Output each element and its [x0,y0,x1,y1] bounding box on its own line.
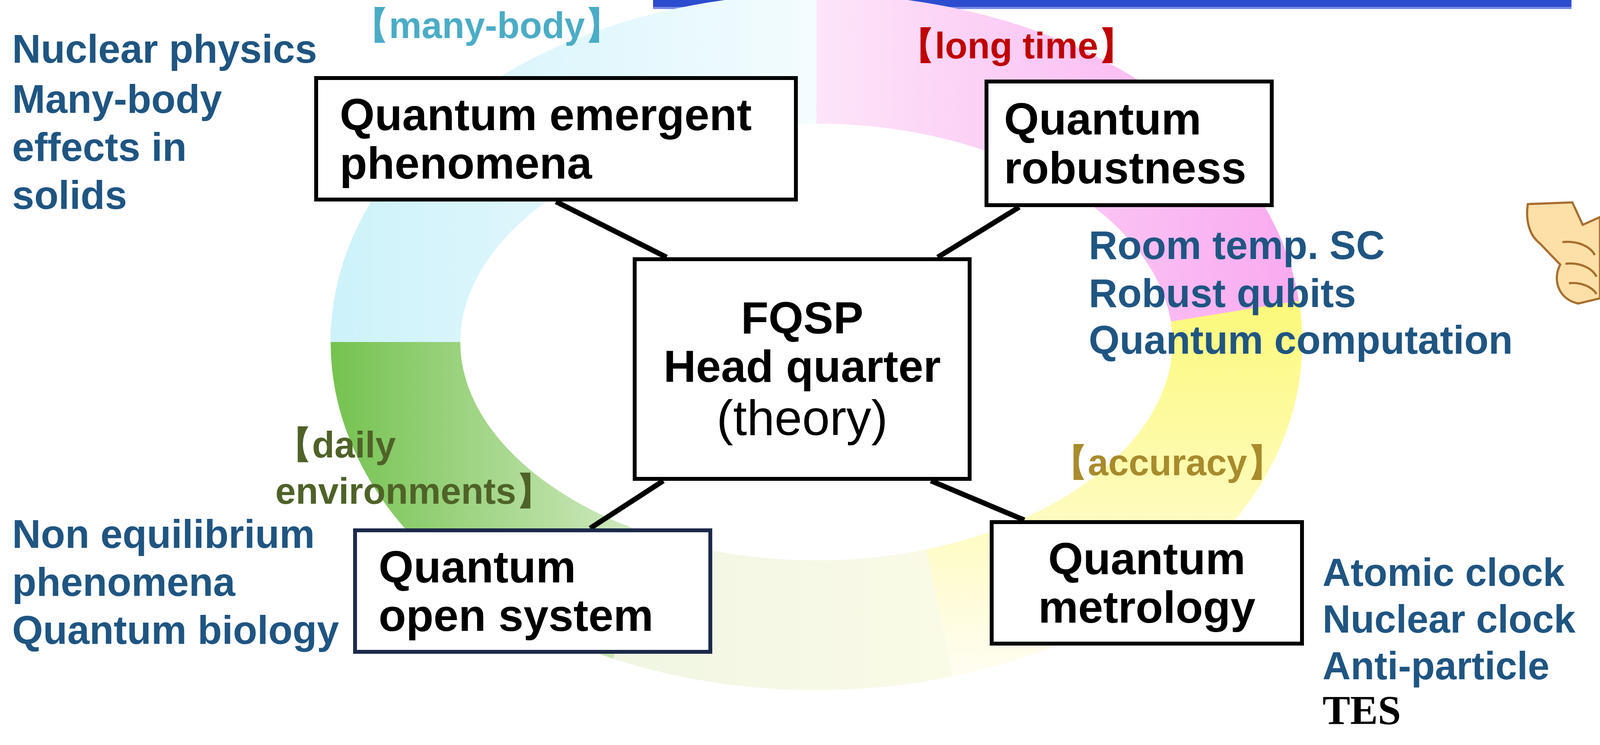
box-text: FQSP [740,293,864,342]
connector-line [937,207,1020,258]
side-label: 【many-body】 [352,3,622,48]
process-box: FQSPHead quarter(theory) [632,257,972,481]
box-text: Quantum emergent phenomena [339,90,773,188]
side-label: 【long time】 [898,24,1135,68]
hand-shape [1526,202,1600,304]
side-label: 【accuracy】 [1051,440,1285,485]
box-text: Quantum open system [378,542,687,640]
side-label: 【daily environments】 [275,421,604,514]
box-text: Quantum robustness [1003,94,1255,192]
finger-line [1565,263,1597,277]
process-box: Quantum robustness [984,79,1274,208]
side-label: Atomic clock [1322,548,1565,596]
box-text: Quantum metrology [1010,534,1283,632]
side-label: Anti-particle [1322,642,1550,689]
finger-line [1562,241,1595,255]
side-label: Quantum biology [12,605,339,654]
box-text: Head quarter [663,341,941,391]
side-label: Many-body effects in solids [12,75,302,220]
side-label: Nuclear physics [12,25,318,74]
side-label: Robust qubits [1088,269,1356,318]
side-label: Room temp. SC [1088,221,1385,270]
process-box: Quantum open system [353,528,713,654]
box-text: (theory) [716,390,888,445]
side-label: Non equilibrium phenomena [12,509,332,606]
side-label: TES [1322,687,1401,733]
process-box: Quantum emergent phenomena [314,76,798,202]
side-label: Quantum computation [1088,315,1513,364]
side-label: Nuclear clock [1322,595,1576,643]
handshake-icon [1526,202,1600,304]
process-box: Quantum metrology [989,519,1304,646]
connector-line [589,480,663,529]
connector-line [556,201,667,258]
finger-line [1568,283,1597,294]
connector-line [930,480,1025,520]
